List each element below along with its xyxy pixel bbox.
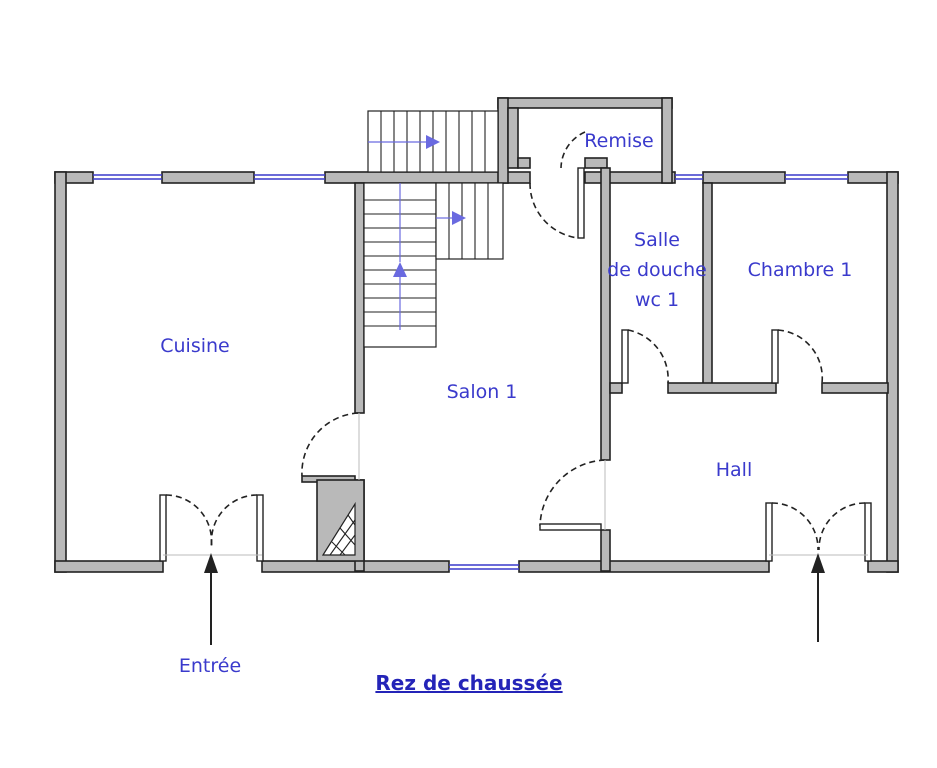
room-label-hall: Hall: [715, 459, 753, 481]
plan-title: Rez de chaussée: [375, 671, 563, 695]
hatched-block: [316, 479, 365, 562]
entry-arrows: [204, 553, 825, 645]
room-label-salle-line2: de douche: [607, 259, 707, 281]
room-label-chambre: Chambre 1: [747, 259, 853, 281]
windows: [93, 174, 848, 570]
doors: [159, 131, 872, 562]
stairs-inner: [363, 182, 504, 348]
room-label-remise: Remise: [584, 130, 654, 152]
room-label-salle-line1: Salle: [634, 229, 680, 251]
outer-walls: [54, 171, 899, 573]
room-label-salle-line3: wc 1: [634, 289, 680, 311]
room-label-cuisine: Cuisine: [160, 335, 230, 357]
entrance-label: Entrée: [178, 655, 242, 677]
stairs-upper: [367, 110, 499, 173]
remise-walls: [497, 97, 673, 184]
room-label-salon: Salon 1: [446, 381, 518, 403]
